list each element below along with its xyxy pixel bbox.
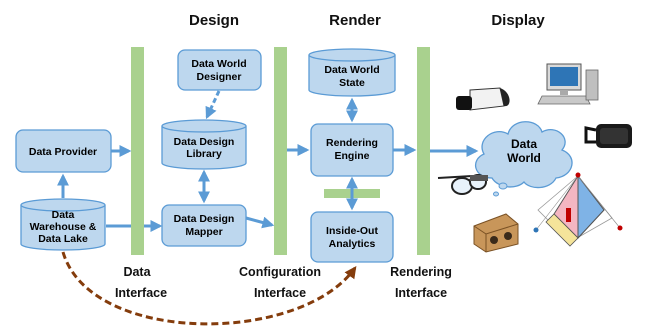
data-world-cloud: Data World	[474, 121, 573, 197]
rendering-engine-box: Rendering Engine	[310, 123, 394, 177]
data-world-designer-label-1: Data World	[191, 58, 246, 70]
desktop-computer-icon	[537, 63, 599, 105]
arrow-mapper-to-interface	[245, 216, 275, 229]
inside-out-analytics-label-2: Analytics	[329, 238, 376, 250]
inside-out-analytics-label-1: Inside-Out	[326, 225, 378, 237]
header-display: Display	[491, 12, 545, 29]
data-provider-label: Data Provider	[29, 146, 97, 158]
data-interface-label-1: Data	[123, 265, 151, 279]
data-design-mapper-label-1: Data Design	[174, 213, 235, 225]
data-warehouse-cylinder: Data Warehouse & Data Lake	[20, 198, 106, 251]
header-render: Render	[329, 12, 381, 29]
arrow-designer-to-library	[205, 90, 221, 120]
data-warehouse-label-1: Data	[52, 209, 75, 221]
data-world-cloud-label-2: World	[507, 151, 541, 165]
rendering-interface-label-2: Interface	[395, 286, 447, 300]
data-world-designer-box: Data World Designer	[177, 49, 262, 91]
data-world-state-cylinder: Data World State	[308, 48, 396, 97]
data-world-state-label-2: State	[339, 77, 365, 89]
header-design: Design	[189, 12, 239, 29]
vr-headset-icon	[456, 87, 510, 111]
cardboard-viewer-icon	[473, 213, 519, 253]
inside-out-analytics-box: Inside-Out Analytics	[310, 211, 394, 263]
data-design-library-cylinder: Data Design Library	[161, 119, 247, 170]
configuration-interface-label-2: Interface	[254, 286, 306, 300]
data-interface-label-2: Interface	[115, 286, 167, 300]
data-world-cloud-label-1: Data	[511, 137, 537, 151]
rendering-interface-bar	[417, 47, 430, 255]
data-design-library-label-1: Data Design	[174, 136, 235, 148]
data-design-library-label-2: Library	[186, 148, 222, 160]
data-warehouse-label-2: Warehouse &	[30, 221, 97, 233]
oculus-headset-icon	[584, 124, 632, 148]
rendering-engine-label-2: Engine	[334, 150, 369, 162]
arrow-feedback-analytics	[61, 251, 357, 326]
data-provider-box: Data Provider	[15, 129, 112, 173]
cave-projection-icon	[533, 172, 623, 247]
data-interface-bar	[131, 47, 144, 255]
smart-glasses-icon	[437, 174, 488, 195]
data-design-mapper-label-2: Mapper	[185, 226, 222, 238]
data-world-state-label-1: Data World	[324, 64, 379, 76]
data-world-designer-label-2: Designer	[197, 71, 242, 83]
rendering-interface-label-1: Rendering	[390, 265, 452, 279]
rendering-engine-label-1: Rendering	[326, 137, 378, 149]
configuration-interface-bar	[274, 47, 287, 255]
configuration-interface-label-1: Configuration	[239, 265, 321, 279]
data-warehouse-label-3: Data Lake	[38, 233, 88, 245]
data-design-mapper-box: Data Design Mapper	[161, 204, 247, 247]
